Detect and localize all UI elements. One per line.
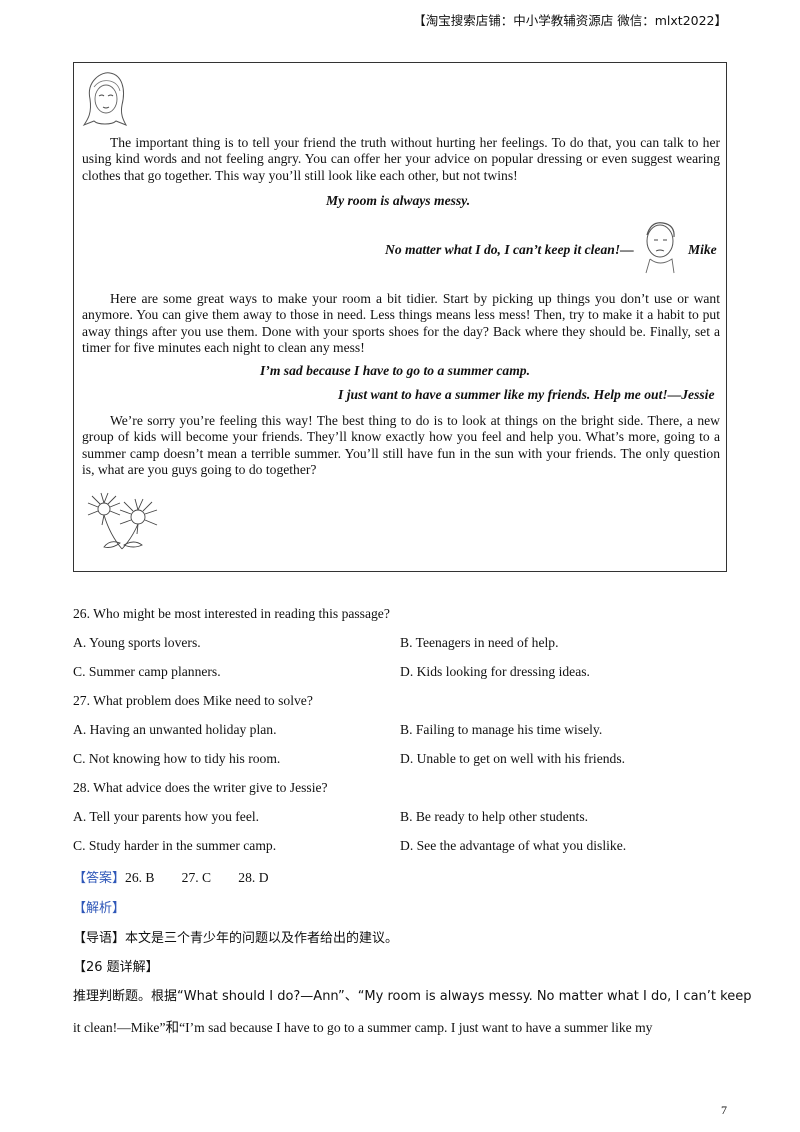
question-26-option-b: B. Teenagers in need of help. bbox=[400, 635, 559, 650]
question-26-stem: 26. Who might be most interested in read… bbox=[73, 606, 390, 621]
passage-paragraph-1: The important thing is to tell your frie… bbox=[82, 135, 720, 183]
passage-box: The important thing is to tell your frie… bbox=[73, 62, 727, 572]
boy-portrait-icon bbox=[645, 222, 675, 274]
question-27-option-d: D. Unable to get on well with his friend… bbox=[400, 751, 626, 766]
mike-heading: My room is always messy. bbox=[326, 193, 471, 208]
passage-paragraph-3: We’re sorry you’re feeling this way! The… bbox=[82, 413, 720, 477]
analysis-detail-line-2: it clean!—Mike”和“I’m sad because I have … bbox=[73, 1016, 652, 1036]
question-26-option-a: A. Young sports lovers. bbox=[73, 635, 201, 650]
analysis-detail-line-1: 推理判断题。根据“What should I do?—Ann”、“My room… bbox=[73, 985, 751, 1004]
question-27-option-a: A. Having an unwanted holiday plan. bbox=[73, 722, 277, 737]
question-27-stem: 27. What problem does Mike need to solve… bbox=[73, 693, 313, 708]
answer-line: 【答案】26. B 27. C 28. D bbox=[73, 867, 269, 886]
shop-header-note: 【淘宝搜索店铺：中小学教辅资源店 微信：mlxt2022】 bbox=[413, 13, 727, 28]
analysis-intro: 【导语】本文是三个青少年的问题以及作者给出的建议。 bbox=[73, 931, 399, 946]
question-28-option-b: B. Be ready to help other students. bbox=[400, 809, 589, 824]
mike-name: Mike bbox=[688, 242, 717, 257]
analysis-detail-title: 【26 题详解】 bbox=[73, 960, 159, 975]
girl-portrait-icon bbox=[82, 72, 128, 127]
question-28-stem: 28. What advice does the writer give to … bbox=[73, 780, 328, 795]
question-26-option-c: C. Summer camp planners. bbox=[73, 664, 221, 679]
answer-tag: 【答案】 bbox=[73, 871, 126, 886]
jessie-heading: I’m sad because I have to go to a summer… bbox=[260, 363, 530, 378]
jessie-line: I just want to have a summer like my fri… bbox=[338, 387, 715, 402]
question-27-option-c: C. Not knowing how to tidy his room. bbox=[73, 751, 281, 766]
question-28-option-d: D. See the advantage of what you dislike… bbox=[400, 838, 627, 853]
flower-illustration-icon bbox=[87, 492, 158, 550]
analysis-detail-text-1: 推理判断题。根据“What should I do?—Ann”、“My room… bbox=[73, 989, 752, 1004]
passage-paragraph-2: Here are some great ways to make your ro… bbox=[82, 291, 720, 355]
question-26-option-d: D. Kids looking for dressing ideas. bbox=[400, 664, 590, 679]
analysis-tag: 【解析】 bbox=[73, 901, 126, 916]
question-28-option-a: A. Tell your parents how you feel. bbox=[73, 809, 260, 824]
mike-line: No matter what I do, I can’t keep it cle… bbox=[385, 242, 634, 257]
page-number: 7 bbox=[721, 1103, 727, 1117]
answer-text: 26. B 27. C 28. D bbox=[125, 870, 269, 885]
question-28-option-c: C. Study harder in the summer camp. bbox=[73, 838, 277, 853]
question-27-option-b: B. Failing to manage his time wisely. bbox=[400, 722, 603, 737]
analysis-detail-text-2: it clean!—Mike”和“I’m sad because I have … bbox=[73, 1020, 653, 1035]
